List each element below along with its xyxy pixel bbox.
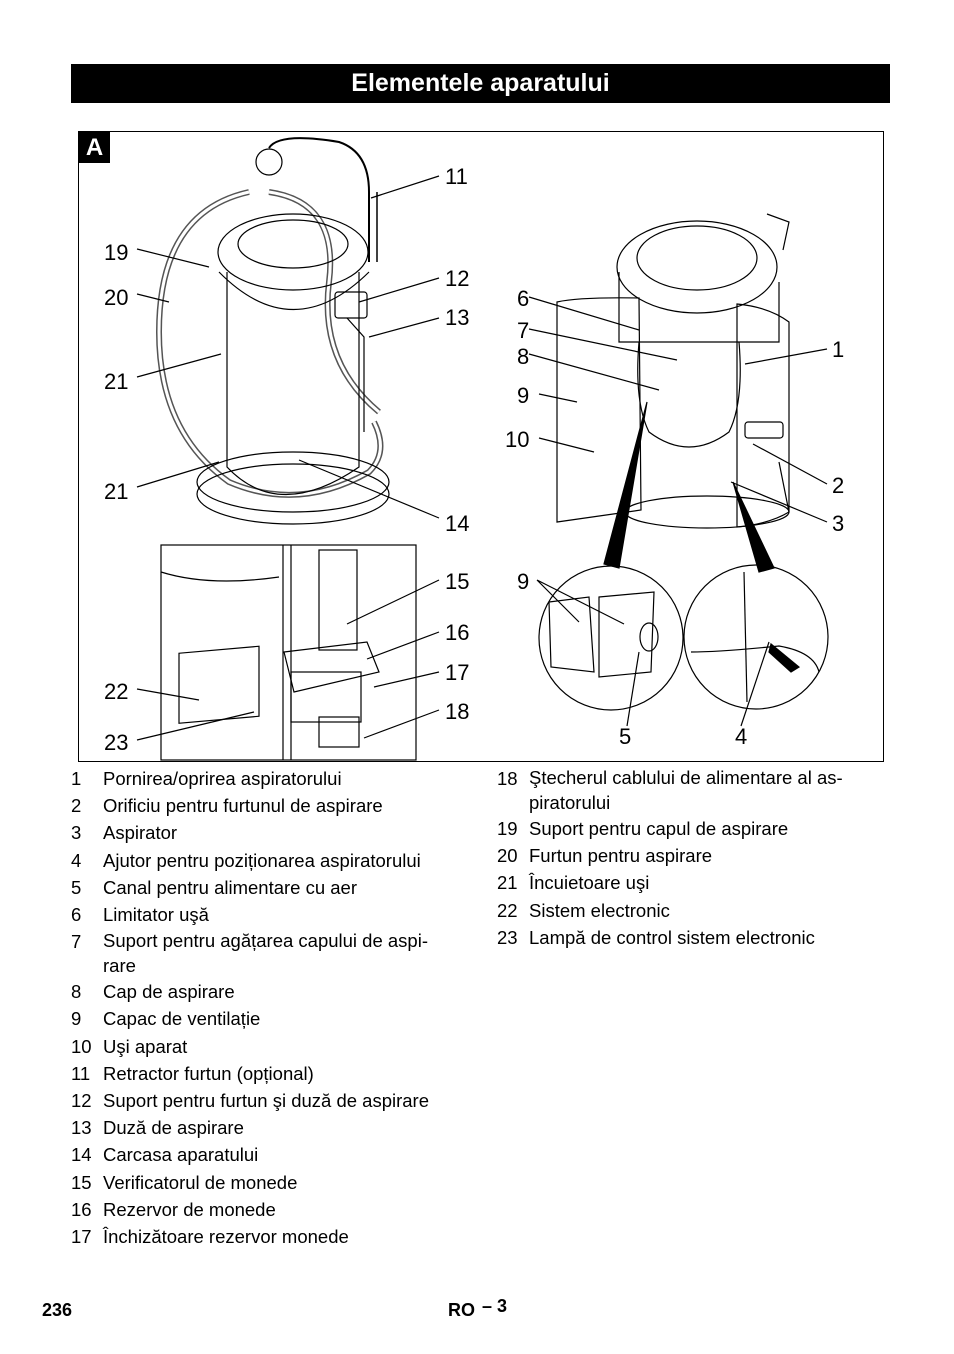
callout-9-inset: 9	[517, 569, 530, 594]
callout-13: 13	[445, 305, 470, 330]
section-number: – 3	[482, 1296, 508, 1316]
callout-23: 23	[104, 730, 129, 755]
callout-6: 6	[517, 286, 530, 311]
callout-5: 5	[619, 724, 632, 749]
callout-20: 20	[104, 285, 129, 310]
callout-21-upper: 21	[104, 369, 129, 394]
language-code: RO	[448, 1300, 475, 1320]
callout-3: 3	[832, 511, 845, 536]
callout-9-top: 9	[517, 383, 530, 408]
device-illustration	[136, 137, 829, 761]
callout-8: 8	[517, 344, 530, 369]
callout-21-lower: 21	[104, 479, 129, 504]
callout-18: 18	[445, 699, 470, 724]
callout-15: 15	[445, 569, 470, 594]
callout-19: 19	[104, 240, 129, 265]
callout-12: 12	[445, 266, 470, 291]
callout-7: 7	[517, 318, 530, 343]
callout-4: 4	[735, 724, 748, 749]
callout-16: 16	[445, 620, 470, 645]
callout-22: 22	[104, 679, 129, 704]
figure-letter: A	[79, 132, 110, 163]
callout-11: 11	[445, 164, 468, 189]
page-title: Elementele aparatului	[71, 64, 890, 103]
callout-17: 17	[445, 660, 470, 685]
callout-10: 10	[505, 427, 530, 452]
callout-2: 2	[832, 473, 845, 498]
callout-1: 1	[832, 337, 845, 362]
page-number: 236	[42, 1300, 73, 1320]
figure-a: A	[78, 131, 884, 762]
callout-14: 14	[445, 511, 470, 536]
